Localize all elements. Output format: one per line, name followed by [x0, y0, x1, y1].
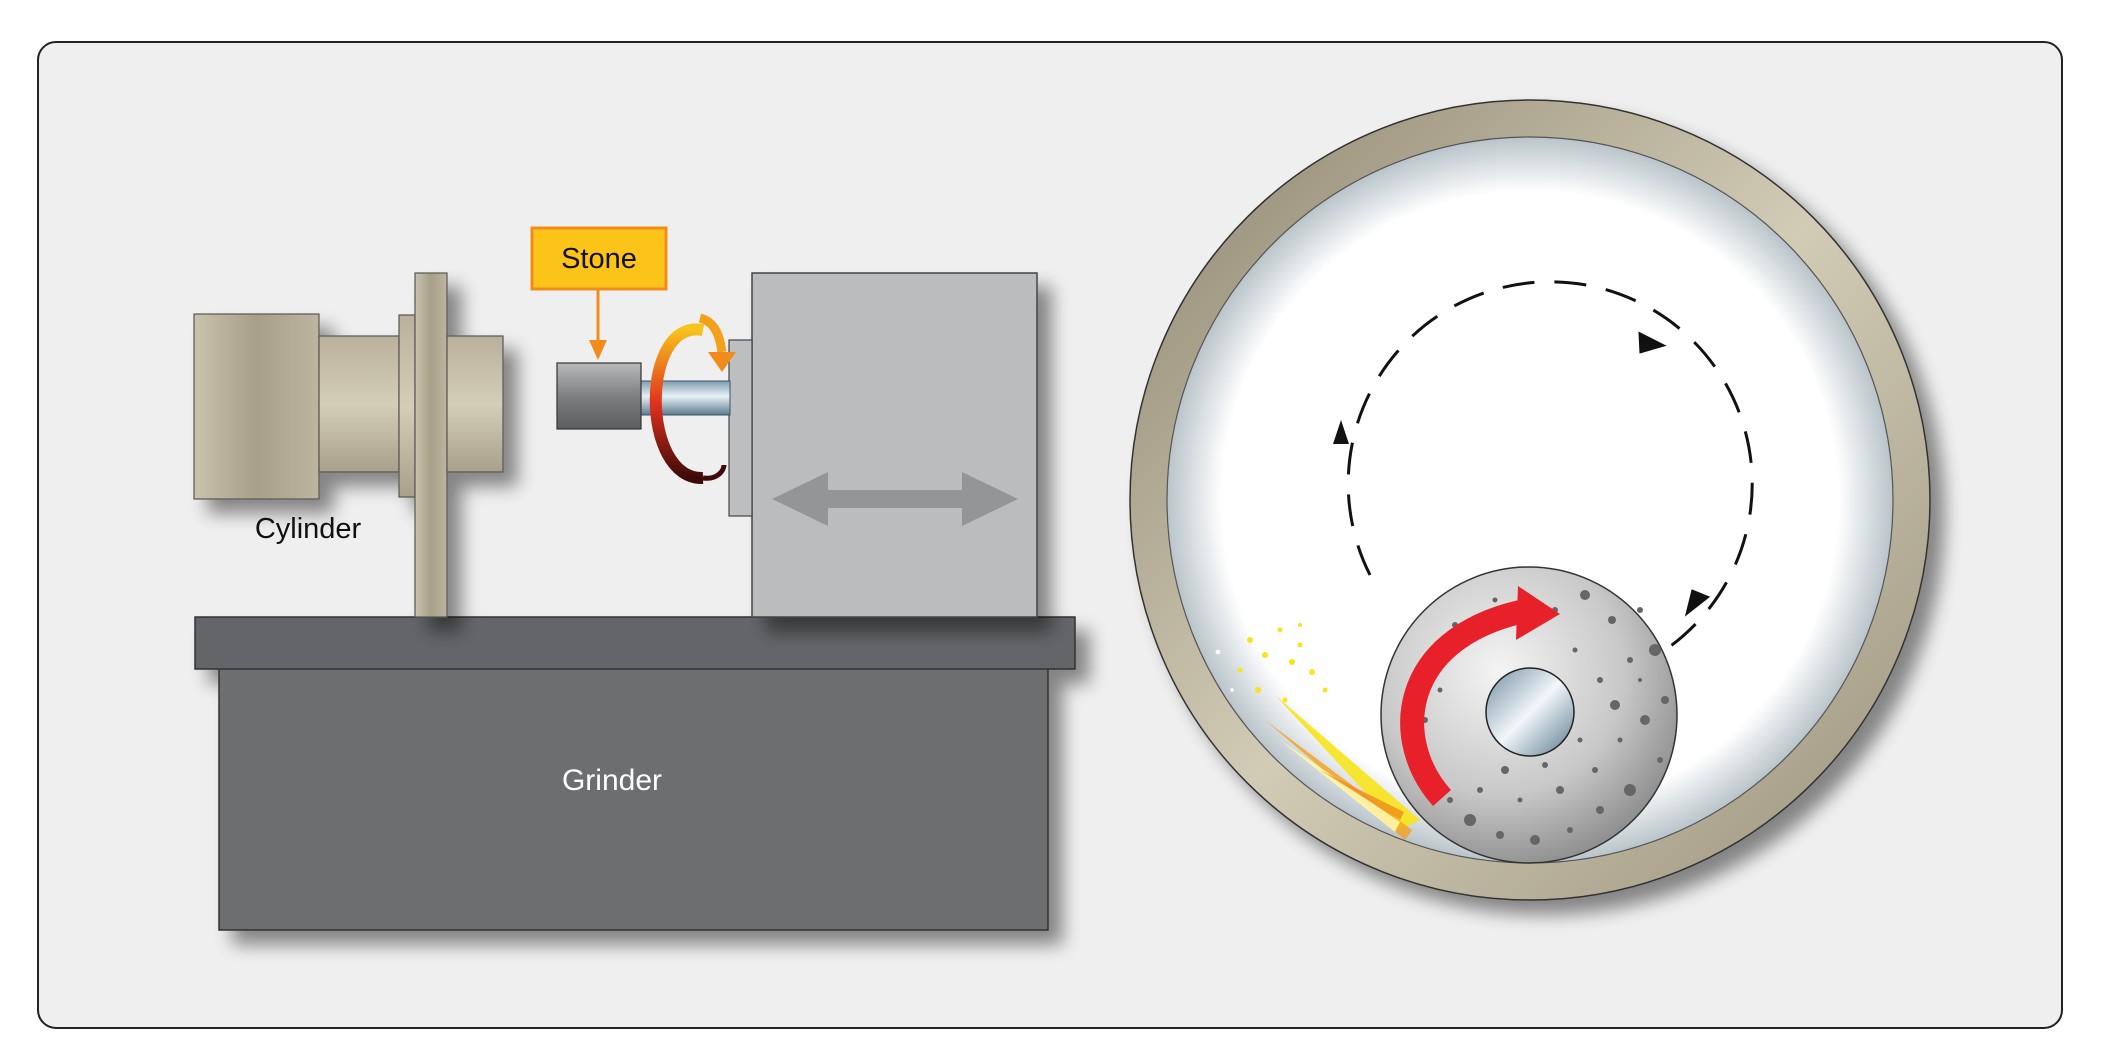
dashed-circular-path-icon: [1333, 280, 1754, 652]
cylinder-sleeve: [446, 335, 504, 473]
carriage-block: [751, 272, 1038, 618]
cylinder-bore-section: [1129, 99, 1931, 901]
travel-arrow-icon: [772, 472, 1018, 526]
cylinder-barrel: [318, 335, 400, 473]
cylinder-head: [193, 313, 320, 500]
wheel-hub: [1485, 667, 1575, 757]
stone-callout: Stone: [530, 226, 668, 360]
grinder-carriage: [751, 272, 1038, 618]
grinder-tabletop: [194, 616, 1076, 670]
honing-stone: [556, 362, 642, 430]
sparks-icon: [1215, 623, 1420, 840]
stone-label: Stone: [561, 243, 637, 275]
stone-callout-box: [530, 226, 668, 291]
cylinder-flange: [398, 314, 416, 498]
grinder-label: Grinder: [562, 764, 662, 797]
grinder-machine: [194, 616, 1076, 931]
circular-arrow-icon: [1400, 586, 1560, 807]
cylinder-mount-plate: [414, 272, 448, 618]
circular-arrow-icon: [649, 313, 736, 485]
grinder-base: [218, 667, 1049, 931]
spindle-flange: [728, 339, 753, 517]
cylinder-label: Cylinder: [255, 513, 362, 545]
wheel-grit: [1417, 590, 1669, 845]
cylinder-assembly: [193, 272, 504, 618]
